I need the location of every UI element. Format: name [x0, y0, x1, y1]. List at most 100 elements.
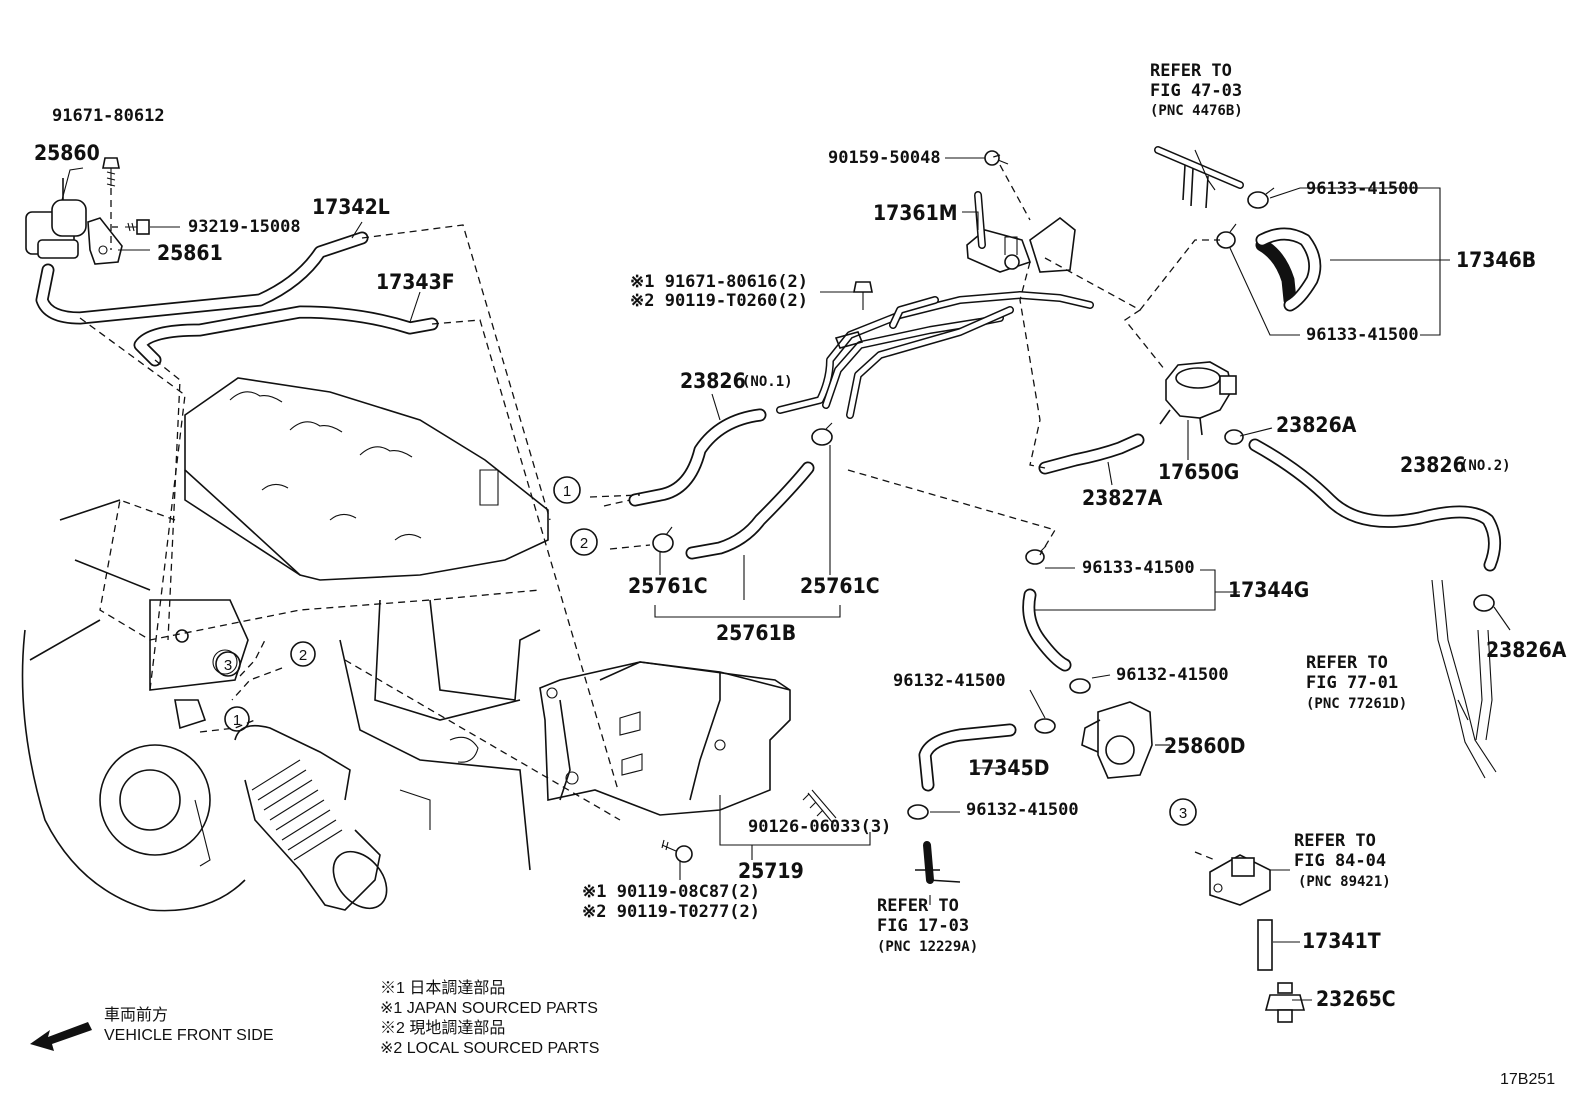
t-joint-refer-47-03: [1154, 146, 1244, 209]
label-25761B: 25761B: [716, 621, 796, 645]
label-23826-no1-suffix: (NO.1): [742, 374, 793, 390]
label-96133-low: 96133-41500: [1082, 558, 1195, 578]
stud-90126: [802, 789, 837, 823]
label-90119-T0260: ※2 90119-T0260(2): [630, 291, 808, 311]
label-17342L: 17342L: [312, 195, 390, 219]
label-17650G: 17650G: [1158, 460, 1239, 484]
hose-17346B: [1255, 227, 1322, 312]
svg-text:3: 3: [224, 657, 232, 674]
connector-17-03: [915, 841, 961, 884]
vehicle-front-jp: 車両前方: [104, 1006, 168, 1024]
label-17341T: 17341T: [1302, 929, 1381, 953]
vsv-25860D: [1081, 701, 1153, 779]
label-refer-77-l3: (PNC 77261D): [1306, 696, 1407, 712]
part-labels: 91671-80612 25860 93219-15008 25861 1734…: [34, 61, 1567, 1011]
label-25860: 25860: [34, 141, 100, 165]
label-90119-T0277: ※2 90119-T0277(2): [582, 902, 760, 922]
label-refer-17-l2: FIG 17-03: [877, 916, 969, 936]
svg-text:1: 1: [563, 483, 571, 500]
sensor-84-04: [1209, 854, 1271, 906]
engine-outline: [21, 377, 791, 912]
label-91671-80616: ※1 91671-80616(2): [630, 272, 808, 292]
note1-jp: ※1 日本調達部品: [380, 979, 505, 997]
label-25761C-b: 25761C: [800, 574, 880, 598]
callout-1a: 1: [553, 476, 581, 504]
hose-25761B: [685, 461, 815, 560]
hose-17341T: [1257, 919, 1273, 971]
label-25761C-a: 25761C: [628, 574, 708, 598]
label-96133-top: 96133-41500: [1306, 179, 1419, 199]
label-96132-a: 96132-41500: [893, 671, 1006, 691]
label-93219-15008: 93219-15008: [188, 217, 301, 237]
hose-17342L: [35, 231, 369, 325]
callout-3a: 3: [215, 651, 241, 677]
label-25861: 25861: [157, 241, 223, 265]
label-refer-17-l3: (PNC 12229A): [877, 939, 978, 955]
bolt-93219-15008: [112, 219, 150, 235]
leader-lines: [61, 149, 1511, 1001]
label-23826A-b: 23826A: [1486, 638, 1567, 662]
label-25719: 25719: [738, 859, 804, 883]
label-refer-77-l1: REFER TO: [1306, 653, 1388, 673]
figure-code: 17B251: [1500, 1071, 1555, 1088]
clip-90159: [984, 150, 1009, 166]
note2-en: ※2 LOCAL SOURCED PARTS: [380, 1040, 599, 1057]
valve-17650G: [1159, 361, 1237, 436]
label-refer-17-l1: REFER TO: [877, 896, 959, 916]
filler-pipe-77-01: [1431, 579, 1497, 779]
label-96133-mid: 96133-41500: [1306, 325, 1419, 345]
damper-23265C: [1264, 982, 1306, 1023]
label-23826A-a: 23826A: [1276, 413, 1357, 437]
hose-17343F: [133, 305, 439, 367]
svg-text:2: 2: [580, 535, 588, 552]
label-96132-c: 96132-41500: [966, 800, 1079, 820]
callout-1b: 1: [224, 706, 250, 732]
hose-23826-no2: [1248, 438, 1501, 572]
vsv-25860: [25, 178, 123, 265]
hose-23827A: [1038, 433, 1145, 475]
label-refer-84-l3: (PNC 89421): [1298, 874, 1391, 890]
label-refer-47-l1: REFER TO: [1150, 61, 1232, 81]
label-23827A: 23827A: [1082, 486, 1163, 510]
label-23826-no2: 23826: [1400, 453, 1466, 477]
label-90126-06033: 90126-06033(3): [748, 817, 891, 837]
label-17344G: 17344G: [1228, 578, 1309, 602]
callout-2a: 2: [570, 528, 598, 556]
label-17345D: 17345D: [968, 756, 1049, 780]
vehicle-front-en: VEHICLE FRONT SIDE: [104, 1027, 274, 1044]
bolt-90119-08C87: [661, 839, 693, 863]
pipe-assembly-17361M: [776, 191, 1094, 419]
bolt-91671-80612: [102, 157, 120, 250]
svg-text:1: 1: [233, 712, 241, 729]
hose-17345D: [918, 723, 1017, 792]
note1-en: ※1 JAPAN SOURCED PARTS: [380, 1000, 598, 1017]
label-23265C: 23265C: [1316, 987, 1396, 1011]
clamps-96133: [652, 187, 1495, 820]
label-refer-77-l2: FIG 77-01: [1306, 673, 1398, 693]
callout-2b: 2: [290, 641, 316, 667]
label-90159-50048: 90159-50048: [828, 148, 941, 168]
label-refer-47-l2: FIG 47-03: [1150, 81, 1242, 101]
label-91671-80612: 91671-80612: [52, 106, 165, 126]
label-17361M: 17361M: [873, 201, 958, 225]
vehicle-front-arrow: [30, 1022, 92, 1051]
svg-text:3: 3: [1179, 805, 1187, 822]
label-17343F: 17343F: [376, 270, 455, 294]
svg-text:2: 2: [299, 647, 307, 664]
label-96132-b: 96132-41500: [1116, 665, 1229, 685]
label-refer-47-l3: (PNC 4476B): [1150, 103, 1243, 119]
label-23826-no1: 23826: [680, 369, 746, 393]
label-17346B: 17346B: [1456, 248, 1536, 272]
hose-17344G: [1022, 588, 1072, 672]
hose-23826-no1: [628, 408, 767, 507]
bolt-90119-T0260: [853, 281, 873, 310]
label-23826-no2-suffix: (NO.2): [1460, 458, 1511, 474]
note2-jp: ※2 現地調達部品: [380, 1019, 505, 1037]
label-90119-08C87: ※1 90119-08C87(2): [582, 882, 760, 902]
dashed-guides: [79, 154, 1220, 861]
callout-3b: 3: [1169, 798, 1197, 826]
label-refer-84-l1: REFER TO: [1294, 831, 1376, 851]
label-25860D: 25860D: [1164, 734, 1245, 758]
label-refer-84-l2: FIG 84-04: [1294, 851, 1386, 871]
